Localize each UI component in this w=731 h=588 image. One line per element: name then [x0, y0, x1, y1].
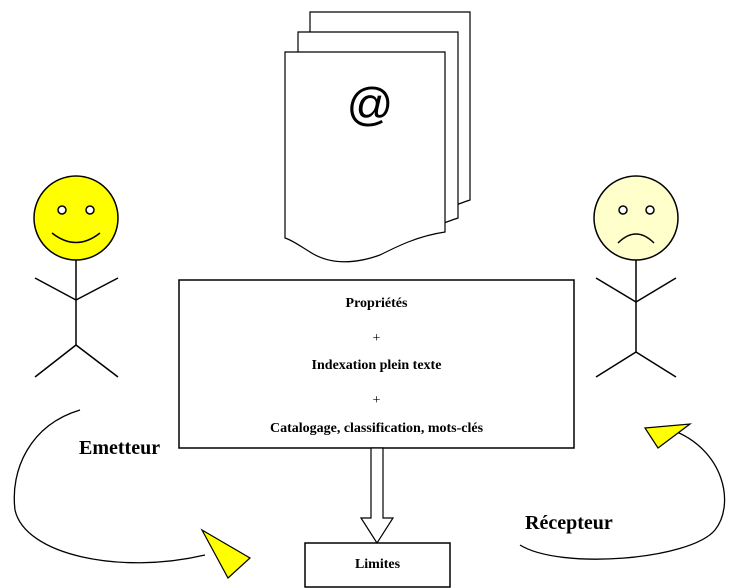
center-box-frame	[178, 279, 575, 449]
center-box-line-cataloging: Catalogage, classification, mots-clés	[269, 421, 484, 436]
sender-label: Emetteur	[79, 437, 161, 459]
sender-smile	[51, 232, 101, 244]
receiver-label: Récepteur	[525, 512, 613, 534]
document-at-symbol: @	[346, 78, 394, 130]
down-arrow-icon	[359, 447, 395, 545]
sender-eye-right	[85, 205, 95, 215]
receiver-eye-left	[618, 205, 628, 215]
receiver-eye-right	[645, 205, 655, 215]
center-box-line-properties: Propriétés	[345, 296, 408, 311]
sender-face	[33, 175, 119, 261]
center-box-line-indexation: Indexation plein texte	[311, 358, 442, 373]
receiver-arrowhead-icon	[643, 423, 693, 449]
sender-eye-left	[57, 205, 67, 215]
document-page-front	[284, 51, 446, 263]
sender-curve	[13, 409, 206, 564]
sender-arm-left	[34, 277, 77, 301]
receiver-frown	[617, 233, 655, 244]
receiver-arm-right	[635, 277, 677, 303]
center-box-plus-2: +	[372, 393, 381, 408]
limits-label: Limites	[354, 557, 401, 572]
receiver-leg-right	[635, 351, 677, 378]
receiver-figure	[593, 175, 679, 378]
center-box-plus-1: +	[372, 331, 381, 346]
sender-arrowhead-icon	[200, 528, 252, 579]
sender-leg-left	[34, 344, 77, 378]
document-stack-icon	[284, 11, 471, 263]
receiver-face	[593, 175, 679, 261]
receiver-leg-left	[595, 351, 637, 378]
receiver-curve	[519, 429, 726, 560]
limits-box-frame	[304, 542, 451, 588]
sender-leg-right	[75, 344, 119, 378]
receiver-arm-left	[595, 277, 637, 303]
sender-arm-right	[75, 277, 119, 301]
sender-figure	[33, 175, 119, 378]
